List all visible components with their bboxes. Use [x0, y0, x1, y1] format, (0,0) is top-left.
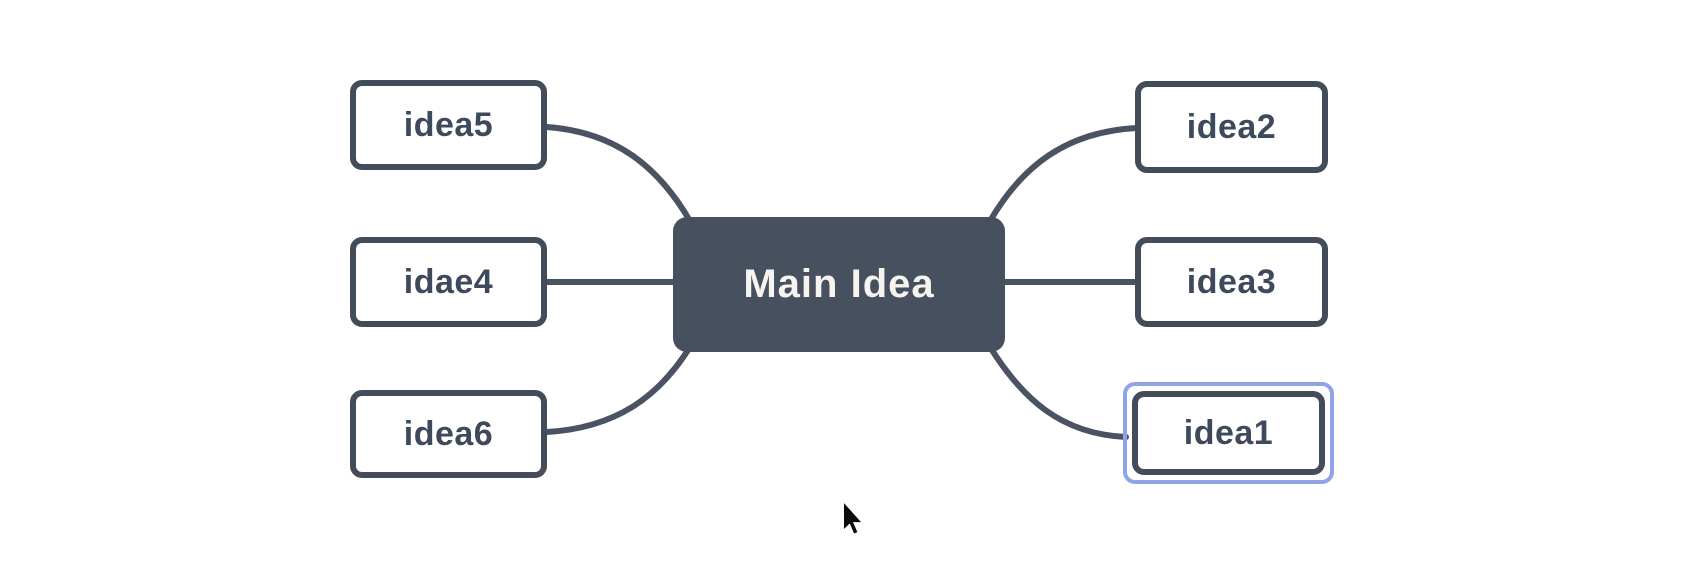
- node-idea3[interactable]: idea3: [1135, 237, 1328, 327]
- mouse-cursor-icon: [843, 501, 864, 535]
- node-idea5[interactable]: idea5: [350, 80, 547, 170]
- node-idae4[interactable]: idae4: [350, 237, 547, 327]
- node-idea1[interactable]: idea1: [1132, 391, 1325, 475]
- node-idea6-label: idea6: [403, 414, 494, 453]
- node-idea6[interactable]: idea6: [350, 390, 547, 478]
- connector-main-to-idea5: [544, 124, 693, 224]
- selection-outline-idea1: idea1: [1123, 382, 1334, 484]
- node-idea2[interactable]: idea2: [1135, 81, 1328, 173]
- node-main-idea-label: Main Idea: [743, 262, 935, 306]
- connector-main-to-idea1: [987, 344, 1129, 440]
- connector-main-to-idea2: [987, 125, 1139, 224]
- node-main-idea[interactable]: Main Idea: [673, 217, 1005, 352]
- connector-main-to-idea6: [544, 344, 693, 435]
- node-idae4-label: idae4: [403, 262, 494, 301]
- node-idea1-label: idea1: [1183, 413, 1274, 452]
- node-idea3-label: idea3: [1186, 262, 1277, 301]
- node-idea2-label: idea2: [1186, 107, 1277, 146]
- node-idea5-label: idea5: [403, 105, 494, 144]
